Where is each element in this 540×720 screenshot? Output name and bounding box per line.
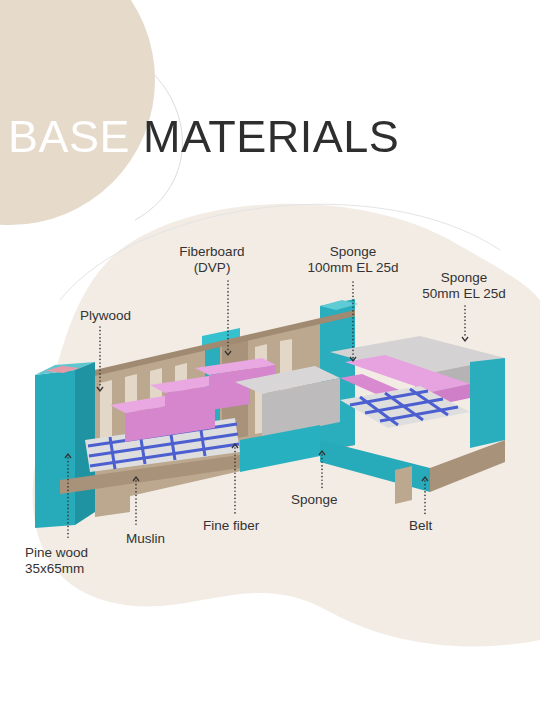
leader-line <box>464 306 466 338</box>
leader-line <box>234 448 236 514</box>
part-label: Sponge 50mm EL 25d <box>421 270 507 301</box>
leader-line <box>99 327 101 388</box>
background-blob <box>33 204 540 647</box>
leader-head <box>97 387 103 391</box>
leader-line <box>424 481 426 514</box>
pine-leg <box>395 466 412 504</box>
leader-heads <box>65 337 468 481</box>
part-label: Fine fiber <box>203 518 259 534</box>
arm-strip <box>45 366 80 373</box>
leader-head <box>422 477 428 481</box>
part-label: Fiberboard (DVP) <box>178 244 246 275</box>
leader-line <box>135 481 137 527</box>
leader-line <box>67 458 69 540</box>
part-label: Plywood <box>80 308 131 324</box>
belt-line <box>110 437 115 469</box>
belt-line <box>410 389 448 415</box>
leader-head <box>319 451 325 455</box>
leader-head <box>232 444 238 448</box>
leader-line <box>227 281 229 352</box>
title-heading: BASE MATERIALS <box>8 112 399 162</box>
sponge-base <box>240 425 320 472</box>
leader-line <box>321 455 323 488</box>
belt-line <box>385 393 423 420</box>
pine-frame <box>430 440 505 492</box>
leader-head <box>133 477 139 481</box>
leader-head <box>350 357 356 361</box>
leader-head <box>462 337 468 341</box>
teal-end <box>470 358 505 448</box>
belt-grid <box>350 389 458 425</box>
leader-head <box>65 454 71 458</box>
part-label: Sponge 100mm EL 25d <box>306 244 400 275</box>
pine-frame <box>95 490 130 517</box>
leaders <box>68 281 465 540</box>
part-label: Muslin <box>126 531 165 547</box>
teal-cap <box>320 300 358 310</box>
plywood-back <box>60 312 355 512</box>
leader-head <box>225 351 231 355</box>
muslin-base <box>340 386 470 428</box>
sponge-base <box>320 440 430 492</box>
part-label: Pine wood 35x65mm <box>25 545 91 576</box>
arm-block <box>35 370 75 528</box>
belt-line <box>360 397 398 425</box>
leader-line <box>352 282 354 358</box>
part-label: Belt <box>409 518 432 534</box>
part-label: Sponge <box>291 492 338 508</box>
pine-frame <box>60 455 240 494</box>
